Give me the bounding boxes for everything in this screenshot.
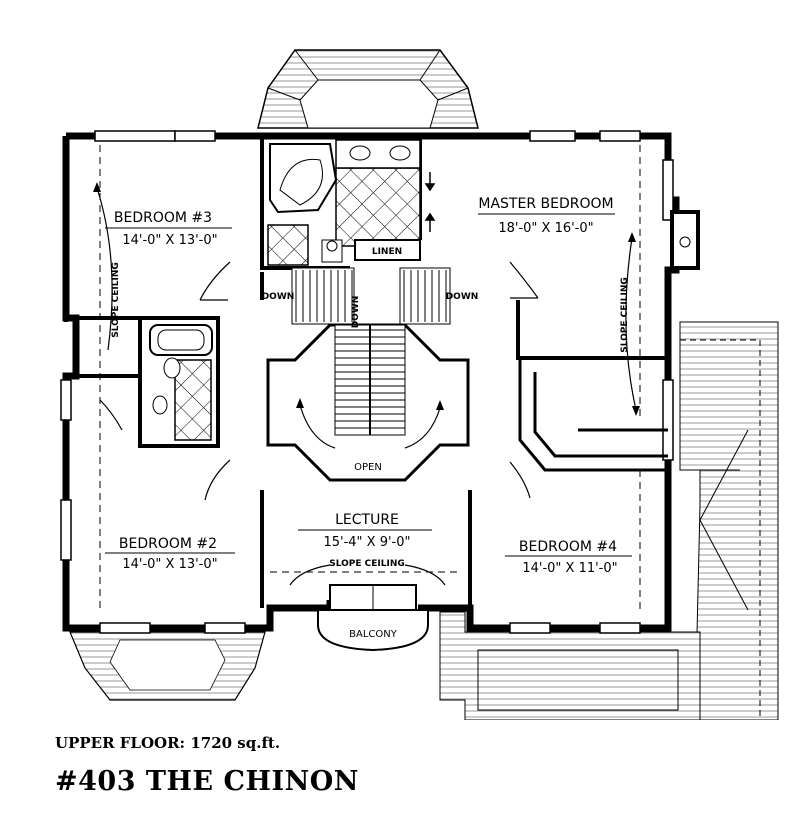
slope-ceiling-label-bedroom3: SLOPE CEILING xyxy=(111,262,121,338)
bedroom3-name: BEDROOM #3 xyxy=(114,210,212,226)
slope-arrows xyxy=(96,187,637,586)
slope-ceiling-label-master: SLOPE CEILING xyxy=(620,277,630,353)
top-bay-roof xyxy=(257,49,479,129)
arrow-heads xyxy=(93,182,640,416)
room-labels: BEDROOM #3 14'-0" X 13'-0" MASTER BEDROO… xyxy=(105,196,632,576)
slope-ceiling-label-lecture: SLOPE CEILING xyxy=(329,559,405,569)
down-label-left: DOWN xyxy=(262,292,295,302)
door-swings xyxy=(99,261,539,501)
master-bedroom-dims: 18'-0" X 16'-0" xyxy=(498,221,593,236)
bedroom4-name: BEDROOM #4 xyxy=(519,539,617,555)
down-label-right: DOWN xyxy=(446,292,479,302)
floor-plan: LINEN BALCONY xyxy=(60,49,779,720)
master-bath xyxy=(267,139,421,266)
open-label: OPEN xyxy=(354,462,382,473)
bedroom2-dims: 14'-0" X 13'-0" xyxy=(122,557,217,572)
bedroom2-name: BEDROOM #2 xyxy=(119,536,217,552)
bedroom4-dims: 14'-0" X 11'-0" xyxy=(522,561,617,576)
hall-bath xyxy=(149,324,213,441)
chimney xyxy=(670,210,700,270)
plan-notes: DOWN DOWN DOWN OPEN SLOPE CEILING SLOPE … xyxy=(111,262,630,569)
balcony-label: BALCONY xyxy=(349,629,398,640)
right-roof xyxy=(679,321,779,720)
lecture-name: LECTURE xyxy=(335,512,399,528)
lecture-dims: 15'-4" X 9'-0" xyxy=(323,535,410,550)
caption-block: UPPER FLOOR: 1720 sq.ft. #403 THE CHINON xyxy=(55,734,755,797)
bottom-left-bay-roof xyxy=(69,631,266,701)
plan-name-title: #403 THE CHINON xyxy=(55,766,359,797)
down-label-center: DOWN xyxy=(351,296,361,329)
floor-area-caption: UPPER FLOOR: 1720 sq.ft. xyxy=(55,734,281,752)
bath-arrows xyxy=(424,172,436,232)
bottom-right-roof xyxy=(439,611,701,720)
balcony: BALCONY xyxy=(317,584,429,652)
master-closet xyxy=(518,360,668,472)
master-bedroom-name: MASTER BEDROOM xyxy=(478,196,613,212)
linen-label: LINEN xyxy=(372,247,402,257)
stairwell xyxy=(266,267,470,482)
windows xyxy=(60,130,674,634)
bedroom3-dims: 14'-0" X 13'-0" xyxy=(122,233,217,248)
linen-closet: LINEN xyxy=(354,239,421,261)
